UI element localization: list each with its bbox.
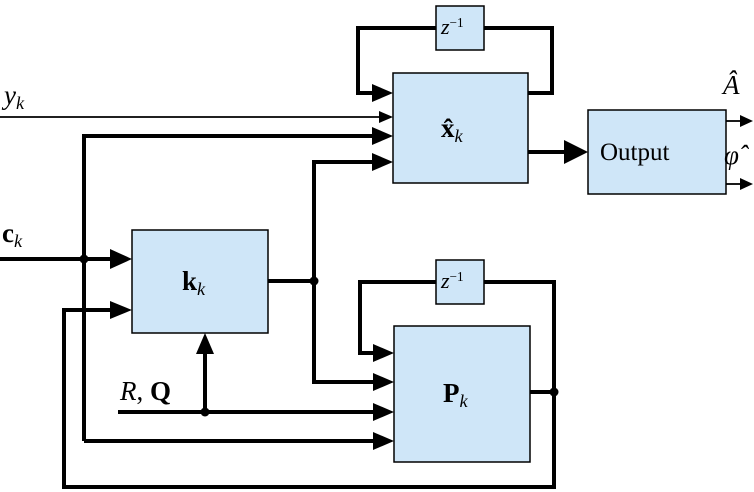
p-feedback-wire — [358, 280, 559, 397]
delay-label-bottom: z−1 — [441, 268, 464, 293]
delay-label-top: z−1 — [441, 14, 464, 39]
x-hat-feedback-wire — [356, 26, 554, 102]
p-covariance-block — [393, 325, 531, 463]
output-signal-wires — [726, 115, 753, 190]
p-to-k-gain-wire — [62, 301, 556, 489]
x-hat-to-output-wire — [528, 140, 588, 164]
k-gain-block — [131, 229, 269, 334]
x-hat-label: x̂k — [441, 113, 463, 147]
rq-signal-label: R, Q — [120, 376, 172, 406]
p-covariance-label: Pk — [443, 378, 468, 412]
y-input-wire — [0, 111, 393, 123]
y-signal-label: yk — [4, 80, 25, 114]
delay-block-bottom — [435, 259, 485, 305]
phi-hat-output-label: φ̂ — [724, 140, 739, 170]
k-gain-output-wire — [268, 153, 394, 391]
a-hat-output-label: Â — [723, 70, 740, 100]
rq-input-wire — [118, 333, 394, 421]
output-block — [587, 109, 727, 195]
c-signal-label: ck — [2, 218, 23, 252]
c-input-wire — [0, 127, 394, 450]
x-hat-block — [392, 72, 529, 184]
output-block-label: Output — [600, 139, 670, 166]
k-gain-label: kk — [182, 266, 206, 300]
